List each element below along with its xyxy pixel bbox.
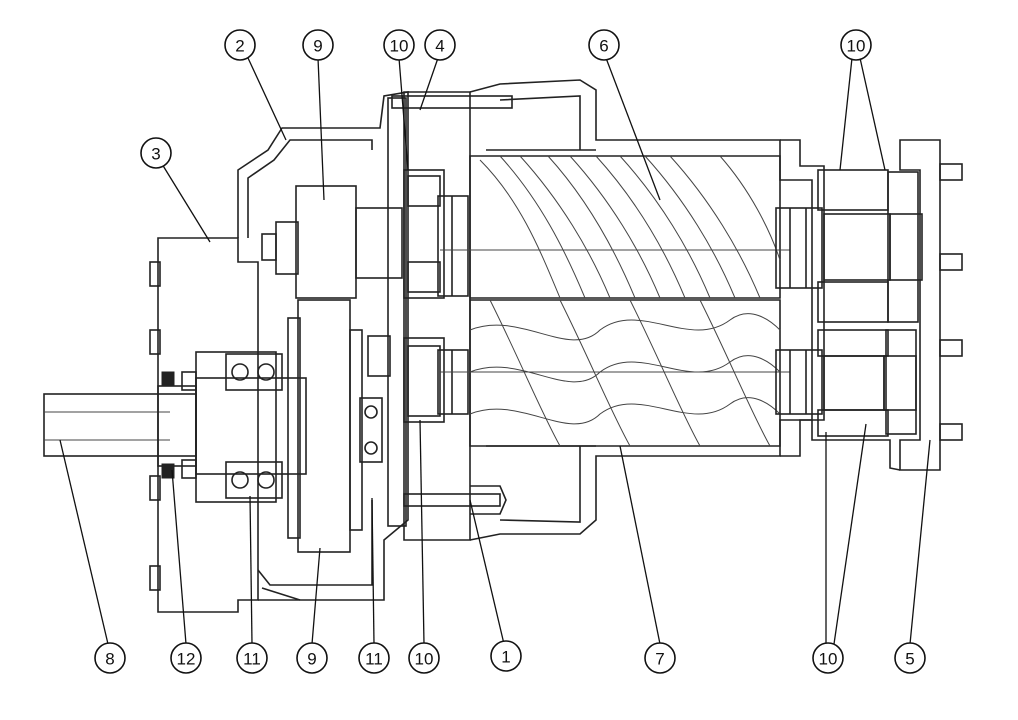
- callout-8: 8: [94, 642, 126, 674]
- callout-6: 6: [588, 29, 620, 61]
- svg-text:4: 4: [435, 37, 444, 56]
- svg-text:11: 11: [365, 650, 383, 669]
- svg-text:5: 5: [905, 650, 914, 669]
- svg-text:9: 9: [313, 37, 322, 56]
- svg-text:9: 9: [307, 650, 316, 669]
- svg-text:10: 10: [415, 650, 434, 669]
- svg-text:3: 3: [151, 145, 160, 164]
- rear-bearing-housing: [775, 139, 891, 457]
- svg-text:10: 10: [819, 650, 838, 669]
- svg-text:7: 7: [655, 650, 664, 669]
- svg-text:10: 10: [847, 37, 866, 56]
- end-cover-part-5: [811, 139, 963, 471]
- svg-text:1: 1: [501, 648, 510, 667]
- callout-1: 1: [490, 640, 522, 672]
- svg-text:6: 6: [599, 37, 608, 56]
- svg-text:12: 12: [177, 650, 196, 669]
- front-bearing-block-part-4: [391, 91, 513, 541]
- pinion-gear-part-9: [261, 185, 403, 299]
- svg-text:8: 8: [105, 650, 114, 669]
- callout-7: 7: [644, 642, 676, 674]
- callout-10-bottom-left: 10: [408, 642, 440, 674]
- female-rotor-part-7: [440, 299, 790, 447]
- ball-bearing-left-part-11: [225, 353, 283, 499]
- callout-9-bottom: 9: [296, 642, 328, 674]
- callout-4: 4: [424, 29, 456, 61]
- male-rotor-part-6: [440, 155, 790, 299]
- bearing-cover-part-3: [149, 237, 277, 613]
- callout-10-top-left: 10: [383, 29, 415, 61]
- svg-text:11: 11: [243, 650, 261, 669]
- large-gear-part-9: [287, 299, 363, 553]
- callout-9-top: 9: [302, 29, 334, 61]
- callout-2: 2: [224, 29, 256, 61]
- callout-10-top-right: 10: [840, 29, 872, 61]
- callout-11-right: 11: [358, 642, 390, 674]
- shaft-seal-part-12: [161, 371, 197, 479]
- dowel-pin-part-1: [403, 485, 507, 515]
- callout-11-left: 11: [236, 642, 268, 674]
- rear-roller-bearings-part-10: [817, 169, 923, 437]
- svg-text:2: 2: [235, 37, 244, 56]
- svg-text:10: 10: [390, 37, 409, 56]
- leader-lines: [59, 57, 931, 645]
- roller-bearing-front-part-10: [407, 175, 469, 417]
- input-shaft-part-8: [43, 377, 307, 475]
- callout-5: 5: [894, 642, 926, 674]
- ball-bearing-right-part-11: [359, 335, 391, 463]
- callout-10-bottom-right: 10: [812, 642, 844, 674]
- callout-3: 3: [140, 137, 172, 169]
- callout-12: 12: [170, 642, 202, 674]
